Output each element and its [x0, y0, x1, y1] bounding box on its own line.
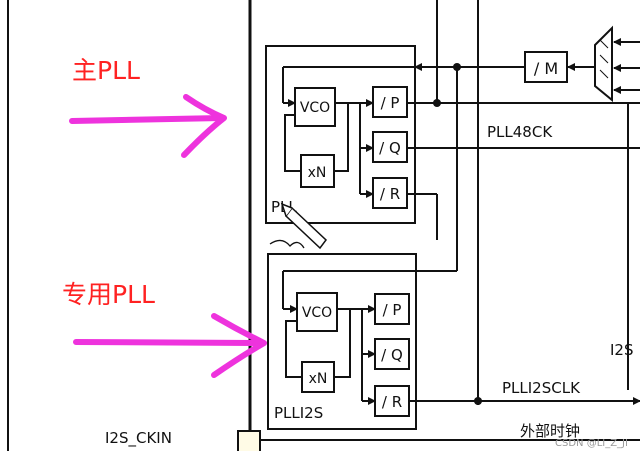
- pll-main-q-label: / Q: [379, 139, 401, 157]
- pll-main-p-box: [372, 86, 408, 118]
- main-pll-arrow: [69, 94, 227, 158]
- pll-main-p-label: / P: [381, 94, 400, 112]
- plli2s-vco-box: [296, 292, 338, 332]
- plli2s-name: PLLI2S: [274, 404, 323, 422]
- plli2s-r-box: [374, 385, 410, 417]
- input-mux: [594, 25, 613, 103]
- div-m-label: / M: [534, 59, 558, 78]
- i2s-ckin-label: I2S_CKIN: [105, 429, 172, 448]
- plli2s-box: [267, 253, 417, 430]
- plli2s-vco-label: VCO: [302, 305, 332, 321]
- pll48ck-label: PLL48CK: [487, 123, 553, 141]
- pll-main-xn-box: [300, 154, 335, 188]
- pll-main-vco-label: VCO: [300, 100, 330, 116]
- mux-hatch: [599, 39, 609, 79]
- pll-main-xn-label: xN: [308, 165, 327, 181]
- external-clock-label: 外部时钟: [520, 422, 580, 440]
- pencil-cursor-icon: [269, 202, 328, 250]
- main-pll-annotation: 主PLL: [72, 56, 140, 85]
- watermark: CSDN @LI_Z_JI: [555, 438, 628, 449]
- junction-p-output: [433, 99, 441, 107]
- plli2s-xn-label: xN: [309, 371, 328, 387]
- plli2s-feedback-loop: [285, 309, 351, 378]
- dedicated-pll-annotation: 专用PLL: [62, 280, 155, 309]
- pll-main-feedback-loop: [284, 103, 349, 172]
- plli2s-p-label: / P: [383, 301, 402, 319]
- i2s-ckin-pin: [237, 430, 261, 451]
- plli2sclk-label: PLLI2SCLK: [502, 379, 581, 397]
- plli2s-r-label: / R: [382, 393, 402, 411]
- div-m-box: [524, 51, 568, 83]
- junction-plli2sclk: [474, 397, 482, 405]
- i2s-right-label: I2S: [610, 341, 634, 359]
- pll-main-r-label: / R: [380, 185, 400, 203]
- pll-main-r-box: [372, 177, 408, 209]
- plli2s-q-box: [374, 338, 410, 370]
- plli2s-q-label: / Q: [381, 346, 403, 364]
- plli2s-p-box: [374, 293, 410, 325]
- dedicated-pll-arrow: [73, 313, 267, 378]
- pll-main-vco-box: [294, 87, 336, 127]
- pll-main-box: [265, 45, 416, 224]
